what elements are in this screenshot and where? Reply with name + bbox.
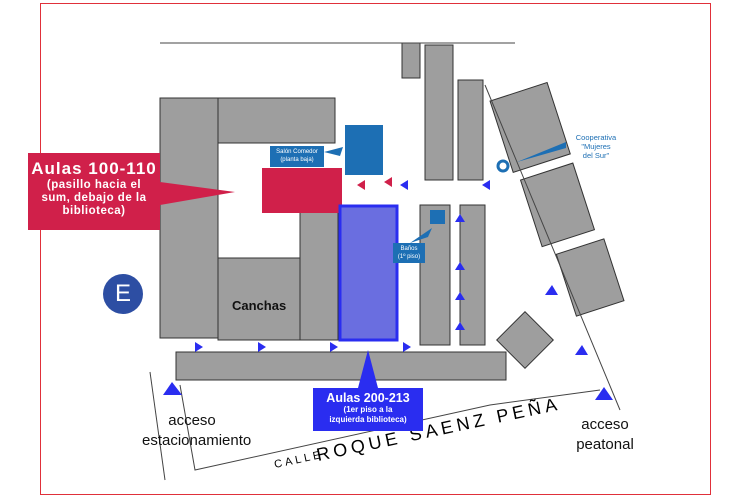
acceso-line: acceso: [168, 412, 216, 429]
salon-comedor-label: Salón Comedor (planta baja): [270, 146, 324, 167]
pointer-coop: [517, 142, 566, 162]
arrow-icon: [455, 292, 465, 300]
arrow-icon: [482, 180, 490, 190]
building-south: [175, 351, 507, 381]
aulas-200-area: [338, 204, 399, 342]
map-frame: [40, 3, 711, 495]
pointer-banos: [410, 228, 432, 243]
aulas-100-subtitle: biblioteca): [62, 205, 126, 217]
acceso-line: estacionamiento: [142, 432, 252, 449]
canchas-label: Canchas: [232, 298, 287, 313]
acceso-peatonal-label: acceso peatonal: [570, 415, 640, 455]
arrow-icon: [455, 214, 465, 222]
arrow-icon: [575, 345, 588, 355]
building-north-col2: [457, 79, 484, 181]
building-east-col1: [419, 204, 451, 346]
cooperativa-label: Cooperativa "Mujeres del Sur": [568, 133, 624, 160]
building-east-block2: [519, 162, 596, 248]
banos-line: Baños: [400, 246, 418, 252]
banos-label: Baños (1º piso): [393, 243, 425, 263]
building-center: [299, 199, 339, 341]
aulas-200-label: Aulas 200-213 (1er piso a la izquierda b…: [313, 388, 423, 431]
aulas-200-subtitle: izquierda biblioteca): [329, 415, 407, 424]
aulas-200-title: Aulas 200-213: [326, 391, 410, 405]
arrow-icon: [258, 342, 266, 352]
salon-line: (planta baja): [280, 157, 314, 163]
building-west: [159, 97, 219, 339]
east-road-edge: [484, 84, 621, 411]
salon-comedor-area: [345, 125, 383, 175]
building-east-block3: [555, 238, 625, 317]
street-curb: [179, 384, 601, 471]
arrow-icon: [195, 342, 203, 352]
building-east-col2: [459, 204, 486, 346]
aulas-100-title: Aulas 100-110: [31, 159, 157, 178]
aulas-100-area: [262, 168, 342, 213]
arrow-icon: [330, 342, 338, 352]
arrow-icon: [400, 180, 408, 190]
aulas-100-label: Aulas 100-110 (pasillo hacia el sum, deb…: [28, 153, 160, 230]
arrow-icon: [163, 382, 182, 395]
pointer-salon: [324, 147, 343, 156]
arrow-icon: [384, 177, 392, 187]
arrow-icon: [403, 342, 411, 352]
arrow-icon: [595, 387, 613, 400]
coop-line: Cooperativa: [575, 133, 617, 142]
acceso-line: peatonal: [576, 436, 634, 453]
building-east-block: [489, 81, 571, 174]
red-arrows: [357, 177, 392, 190]
building-diamond: [496, 311, 554, 369]
arrows: [163, 180, 613, 400]
salon-line: Salón Comedor: [276, 149, 318, 155]
pointer-aulas-100: [160, 182, 235, 205]
banos-line: (1º piso): [397, 254, 421, 260]
aulas-100-subtitle: (pasillo hacia el: [46, 179, 142, 191]
coop-line: "Mujeres: [581, 142, 611, 151]
arrow-icon: [455, 322, 465, 330]
arrow-icon: [545, 285, 558, 295]
arrow-icon: [357, 180, 365, 190]
arrow-icon: [455, 262, 465, 270]
aulas-100-subtitle: sum, debajo de la: [41, 192, 147, 204]
cooperativa-marker: [496, 159, 510, 173]
acceso-line: acceso: [581, 416, 629, 433]
building-small: [401, 42, 421, 79]
building-north-col1: [424, 44, 454, 181]
parking-road-edge: [149, 371, 166, 481]
coop-line: del Sur": [582, 151, 610, 160]
aulas-200-subtitle: (1er piso a la: [343, 405, 393, 414]
banos-area: [430, 210, 445, 224]
acceso-estacionamiento-label: acceso estacionamiento: [142, 411, 252, 451]
pointer-aulas-200: [358, 350, 378, 388]
entrance-badge: E: [103, 274, 143, 314]
